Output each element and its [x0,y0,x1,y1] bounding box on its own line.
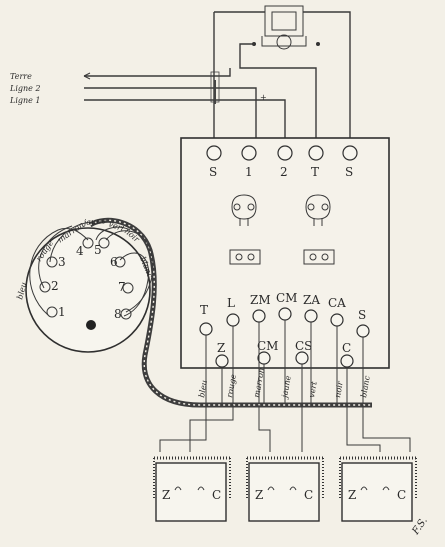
line-mark: + [260,93,267,102]
box2-right-label: C [304,488,313,502]
connector-dial: 1 2 3 4 5 6 7 8 bleu rouge marron jaune … [15,216,155,353]
bank-terminal-cm2 [257,351,271,365]
top-terminals: S 1 2 T S [206,145,358,179]
switch-blocks [229,249,335,265]
bank-label-ca: CA [328,296,346,310]
dial-number-8: 8 [114,307,122,321]
dial-arc-jaune: jaune [81,216,106,227]
bank-label-c: C [342,341,351,355]
bank-terminal-cm [278,307,292,321]
terminal-bank: T L ZM CM ZA CA S Z CM CS C [199,291,370,368]
bottom-box-3 [341,462,413,522]
bottom-box-1 [155,462,227,522]
top-terminal-1 [241,145,257,161]
cable-wire-labels: bleu rouge marron jaune vert noir blanc [197,367,372,400]
external-lines: Terre Ligne 2 Ligne 1 + [9,68,286,140]
cable-label-blanc: blanc [359,375,372,399]
cable-label-vert: vert [307,380,319,398]
dial-number-3: 3 [58,255,66,269]
fuse-clips [231,194,331,226]
dial-number-4: 4 [76,244,84,258]
top-label-s2: S [345,165,353,179]
top-terminal-s2 [342,145,358,161]
bank-terminal-z [215,354,229,368]
top-label-1: 1 [245,165,253,179]
box1-left-label: Z [162,488,170,502]
bottom-boxes: Z C Z C Z C [153,405,417,522]
bottom-box-2 [248,462,320,522]
cable-label-noir: noir [333,380,345,399]
dial-number-1: 1 [58,305,66,319]
bank-terminal-cs [295,351,309,365]
cable-label-jaune: jaune [280,375,293,401]
bank-label-zm: ZM [250,293,271,307]
top-label-2: 2 [280,165,288,179]
top-terminal-2 [277,145,293,161]
bank-terminal-za [304,309,318,323]
bank-terminal-s [356,324,370,338]
bank-label-cm-top: CM [276,291,297,305]
dial-number-5: 5 [94,243,102,257]
bank-label-cs: CS [295,339,312,353]
top-label-t: T [311,165,319,179]
box3-right-label: C [397,488,406,502]
bank-label-s: S [358,308,366,322]
bank-label-cm-bottom: CM [257,339,278,353]
bank-terminal-t [199,322,213,336]
dial-number-6: 6 [110,255,118,269]
top-terminal-s1 [206,145,222,161]
signature: F.S. [410,515,430,537]
cable-label-bleu: bleu [197,379,209,398]
bank-label-za: ZA [303,293,320,307]
line-label-ligne-1: Ligne 1 [9,96,41,105]
box2-left-label: Z [255,488,263,502]
line-label-ligne-2: Ligne 2 [9,84,41,93]
cable-label-rouge: rouge [225,373,238,398]
terminal-drops [205,320,364,405]
dial-arc-bleu: bleu [15,281,28,300]
top-label-s1: S [209,165,217,179]
dial-number-7: 7 [118,280,126,294]
bank-label-l: L [227,296,235,310]
bank-terminal-l [226,313,240,327]
bank-terminal-c [340,354,354,368]
bank-label-z: Z [217,341,225,355]
bank-terminal-ca [330,313,344,327]
box1-right-label: C [212,488,221,502]
dial-number-2: 2 [51,279,59,293]
bank-terminal-zm [252,309,266,323]
top-terminal-t [308,145,324,161]
line-label-terre: Terre [10,72,32,81]
bank-label-t: T [200,303,208,317]
box3-left-label: Z [348,488,356,502]
